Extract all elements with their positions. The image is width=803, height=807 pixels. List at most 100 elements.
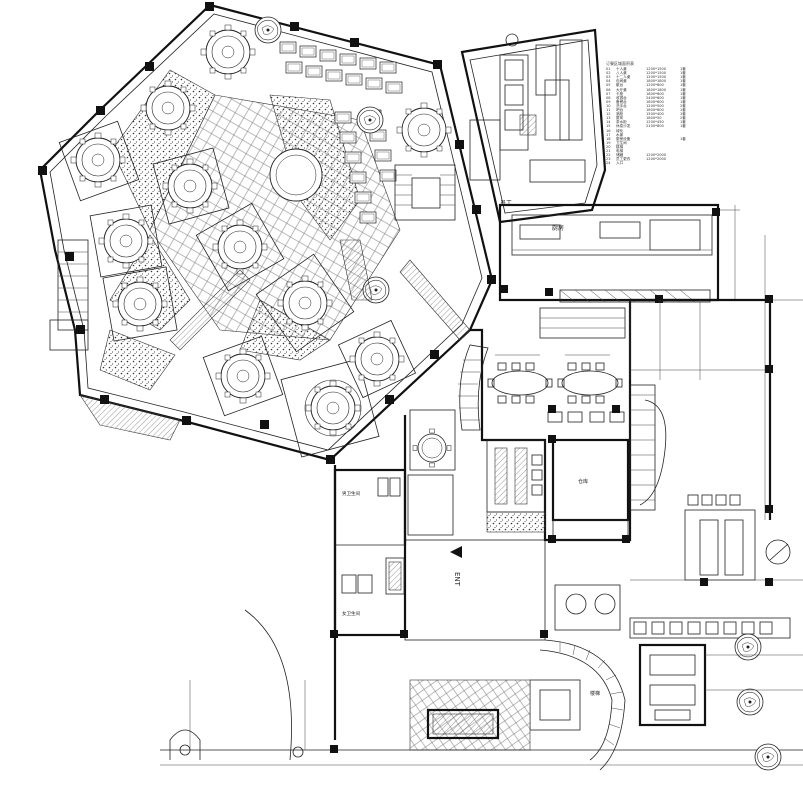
banquet-table xyxy=(487,362,553,404)
legend-name: 十人桌 xyxy=(616,67,627,72)
legend-qty: 1套 xyxy=(680,83,686,88)
legend-code: 07 xyxy=(606,91,611,96)
legend-name: 厨房设备 xyxy=(616,136,631,141)
legend-qty: 1套 xyxy=(680,87,686,92)
legend-qty: 2套 xyxy=(680,103,686,108)
legend-name: 十二人桌 xyxy=(616,75,631,80)
legend-code: 20 xyxy=(606,144,611,149)
legend-code: 16 xyxy=(606,128,611,133)
restroom-male-label: 男卫生间 xyxy=(342,490,360,497)
legend-dim: 1800*1800 xyxy=(646,87,667,92)
legend-name: 酒柜 xyxy=(616,112,624,117)
legend-code: 17 xyxy=(606,132,611,137)
legend-qty: 2套 xyxy=(680,116,686,121)
legend-name: 包间桌 xyxy=(616,79,627,84)
legend-code: 01 xyxy=(606,67,611,72)
lounge-sofa-area xyxy=(638,643,707,727)
legend-code: 02 xyxy=(606,71,611,76)
legend-name: 休息沙发 xyxy=(616,124,631,129)
legend-name: 储藏 xyxy=(616,153,624,158)
private-room xyxy=(89,204,163,278)
private-room xyxy=(280,358,380,458)
private-room xyxy=(152,147,230,225)
legend-qty: 1套 xyxy=(680,95,686,100)
four-top-tables xyxy=(547,411,625,423)
legend-qty: 1套 xyxy=(680,67,686,72)
dimension-lines xyxy=(720,205,803,520)
staff-room-label: 员工 xyxy=(500,200,512,207)
walkway xyxy=(399,259,471,341)
legend-name: 水景 xyxy=(616,132,624,137)
legend-code: 18 xyxy=(606,136,611,141)
right-terrace xyxy=(629,494,803,771)
lounge-seating xyxy=(684,494,791,581)
legend-dim: 2400*600 xyxy=(646,95,664,100)
restroom-female-label: 女卫生间 xyxy=(342,610,360,617)
walkway xyxy=(339,239,373,301)
kitchen-label: 厨房 xyxy=(552,224,564,232)
central-hall: 仓库 xyxy=(458,295,773,543)
legend-code: 15 xyxy=(606,124,611,129)
legend-code: 23 xyxy=(606,157,611,162)
walkway xyxy=(169,269,251,351)
legend-code: 08 xyxy=(606,95,611,100)
legend-code: 04 xyxy=(606,79,611,84)
legend-dim: 1800*50 xyxy=(646,116,662,121)
legend-name: 卫生间 xyxy=(616,140,627,145)
legend-dim: 1500*400 xyxy=(646,112,664,117)
legend-qty: 1套 xyxy=(680,108,686,113)
entrance-arrow xyxy=(450,546,462,558)
legend-name: 八人桌 xyxy=(616,71,627,76)
service-corridor xyxy=(498,203,720,303)
legend-name: 卡座 xyxy=(616,91,624,96)
restroom-block: 男卫生间 女卫生间 xyxy=(333,409,456,637)
legend-dim: 1200*450 xyxy=(646,120,664,125)
private-room xyxy=(337,319,417,399)
legend-dim: 1200*600 xyxy=(646,83,664,88)
legend-dim: 1800*1800 xyxy=(646,79,667,84)
legend-code: 21 xyxy=(606,148,611,153)
legend-code: 03 xyxy=(606,75,611,80)
stair-label: 楼梯 xyxy=(590,690,600,697)
legend-name: 散台 xyxy=(616,83,624,88)
legend-dim: 1800*600 xyxy=(646,99,664,104)
legend-row: 18 厨房设备 1套 xyxy=(606,137,742,141)
private-room xyxy=(396,102,452,158)
legend-name: 屏风 xyxy=(616,116,624,121)
legend-name: 备餐台 xyxy=(616,99,627,104)
kitchen-equipment xyxy=(469,33,586,183)
legend-dim: 1200*1500 xyxy=(646,67,667,72)
legend-qty: 1套 xyxy=(680,136,686,141)
lounge-table xyxy=(554,584,621,631)
storage-label: 仓库 xyxy=(578,478,588,485)
structural-columns xyxy=(38,2,496,464)
legend-name: 员工更衣 xyxy=(616,157,631,162)
exterior-steps xyxy=(49,239,181,441)
terrace-tables xyxy=(629,617,791,639)
legend-qty: 1套 xyxy=(680,120,686,125)
entrance-label: ENT xyxy=(453,572,461,587)
legend-name: 吧台 xyxy=(616,108,624,113)
wing-stair xyxy=(394,164,456,221)
legend-row: 17 水景 xyxy=(606,133,742,137)
storage-room: 仓库 xyxy=(551,438,630,522)
bar-counter xyxy=(486,439,546,513)
